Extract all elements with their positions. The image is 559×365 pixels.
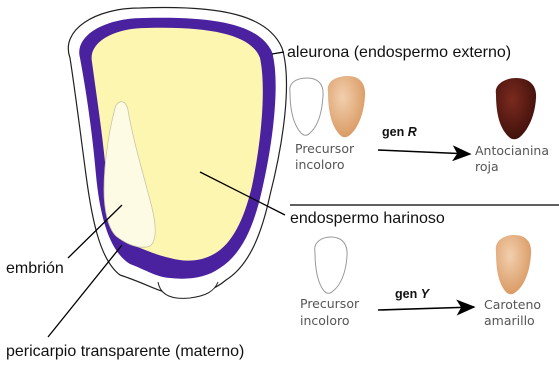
- precursor-r-line2: incoloro: [295, 157, 345, 172]
- red-kernel-r: [496, 78, 536, 139]
- pericarp-label: pericarpio transparente (materno): [6, 343, 244, 360]
- tan-kernel-r: [328, 76, 365, 137]
- colorless-kernel-y: [315, 237, 347, 293]
- gene-y-symbol: Y: [421, 287, 431, 301]
- product-y-line1: Caroteno: [484, 297, 541, 312]
- precursor-r-line1: Precursor: [295, 141, 355, 156]
- endosperm-label: endospermo harinoso: [290, 210, 445, 227]
- pathway-y: Precursor incoloro gen Y Caroteno amaril…: [300, 235, 541, 328]
- kernel-tip: [158, 282, 218, 298]
- gene-y-label: gen Y: [395, 287, 431, 301]
- gene-y-prefix: gen: [395, 287, 417, 301]
- gene-y-arrow: [378, 307, 474, 310]
- pericarp-leader: [48, 245, 122, 337]
- gene-r-label: gen R: [382, 125, 417, 139]
- precursor-y-line1: Precursor: [300, 296, 360, 311]
- colorless-kernel-r: [290, 78, 323, 135]
- gene-r-arrow: [378, 150, 470, 154]
- precursor-y-line2: incoloro: [300, 313, 350, 328]
- aleurone-label: aleurona (endospermo externo): [287, 44, 511, 61]
- gene-r-symbol: R: [408, 125, 417, 139]
- gene-r-prefix: gen: [382, 125, 404, 139]
- product-r-line1: Antocianina: [475, 143, 549, 158]
- embryo-label: embrión: [6, 260, 64, 277]
- product-r-line2: roja: [475, 159, 499, 174]
- tan-kernel-y: [496, 235, 531, 294]
- pathway-r: Precursor incoloro gen R Antocianina roj…: [290, 76, 549, 174]
- product-y-line2: amarillo: [484, 313, 535, 328]
